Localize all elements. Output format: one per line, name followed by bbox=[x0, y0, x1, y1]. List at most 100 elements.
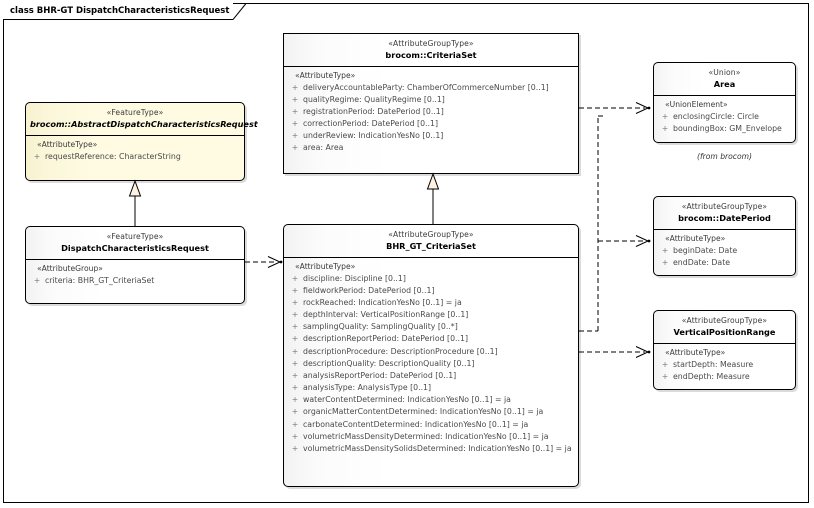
visibility-marker: + bbox=[291, 431, 299, 441]
class-stereotype: «AttributeGroupType» bbox=[388, 39, 474, 48]
attribute-row[interactable]: + waterContentDetermined: IndicationYesNo… bbox=[287, 394, 575, 406]
attribute-text: samplingQuality: SamplingQuality [0..*] bbox=[303, 322, 458, 332]
class-box-abstract-dispatch-characteristics-request[interactable]: «FeatureType» brocom::AbstractDispatchCh… bbox=[25, 102, 258, 181]
visibility-marker: + bbox=[291, 407, 299, 417]
visibility-marker: + bbox=[661, 371, 669, 381]
visibility-marker: + bbox=[291, 443, 299, 453]
attribute-row[interactable]: +startDepth: Measure bbox=[657, 358, 792, 370]
attribute-text: descriptionQuality: DescriptionQuality [… bbox=[303, 358, 475, 368]
diagram-title: class BHR-GT DispatchCharacteristicsRequ… bbox=[10, 6, 230, 16]
attribute-row[interactable]: +volumetricMassDensitySolidsDetermined: … bbox=[287, 443, 575, 455]
attribute-row[interactable]: + volumetricMassDensityDetermined: Indica… bbox=[287, 431, 575, 443]
attribute-text: deliveryAccountableParty: ChamberOfComme… bbox=[303, 82, 549, 92]
class-name: VerticalPositionRange bbox=[673, 327, 776, 338]
class-box-verticalpositionrange[interactable]: «AttributeGroupType» VerticalPositionRan… bbox=[653, 310, 796, 390]
visibility-marker: + bbox=[33, 151, 41, 161]
compartment-stereotype: «UnionElement» bbox=[665, 100, 728, 110]
attribute-row[interactable]: +descriptionQuality: DescriptionQuality … bbox=[287, 358, 575, 370]
attribute-text: fieldworkPeriod: DatePeriod [0..1] bbox=[303, 285, 435, 295]
attribute-row[interactable]: + organicMatterContentDetermined: Indicat… bbox=[287, 406, 575, 418]
visibility-marker: + bbox=[291, 322, 299, 332]
class-stereotype: «AttributeGroupType» bbox=[388, 230, 474, 239]
attribute-text: descriptionReportPeriod: DatePeriod [0..… bbox=[303, 334, 469, 344]
attribute-row[interactable]: +carbonateContentDetermined: IndicationY… bbox=[287, 418, 575, 430]
visibility-marker: + bbox=[291, 334, 299, 344]
class-box-brocom-dateperiod[interactable]: «AttributeGroupType» brocom::DatePeriod … bbox=[653, 196, 796, 276]
attribute-compartment: «AttributeType» + beginDate: Date +endDat… bbox=[654, 230, 795, 273]
compartment-stereotype: «AttributeType» bbox=[295, 262, 356, 272]
attribute-row[interactable]: + criteria: BHR_GT_CriteriaSet bbox=[29, 274, 241, 286]
attribute-row[interactable]: + requestReference: CharacterString bbox=[29, 150, 241, 162]
attribute-row[interactable]: + area: Area bbox=[287, 142, 575, 154]
visibility-marker: + bbox=[291, 310, 299, 320]
attribute-row[interactable]: +depthInterval: VerticalPositionRange [0… bbox=[287, 309, 575, 321]
attribute-row[interactable]: + underReview: IndicationYesNo [0..1] bbox=[287, 130, 575, 142]
class-box-bhr-gt-criteriaset[interactable]: «AttributeGroupType» BHR_GT_CriteriaSet … bbox=[283, 224, 579, 487]
class-name: DispatchCharacteristicsRequest bbox=[61, 243, 209, 254]
attribute-text: waterContentDetermined: IndicationYesNo … bbox=[303, 395, 511, 405]
attribute-text: area: Area bbox=[303, 143, 344, 153]
visibility-marker: + bbox=[291, 143, 299, 153]
attribute-row[interactable]: +endDate: Date bbox=[657, 256, 792, 268]
class-stereotype: «FeatureType» bbox=[106, 232, 164, 241]
attribute-row[interactable]: +endDepth: Measure bbox=[657, 370, 792, 382]
compartment-stereotype: «AttributeType» bbox=[665, 348, 726, 358]
attribute-text: beginDate: Date bbox=[673, 245, 738, 255]
class-name: brocom::DatePeriod bbox=[678, 213, 771, 224]
attribute-row[interactable]: + registrationPeriod: DatePeriod [0..1] bbox=[287, 106, 575, 118]
attribute-compartment: «AttributeType» +discipline: Discipline … bbox=[284, 258, 578, 460]
visibility-marker: + bbox=[291, 285, 299, 295]
attribute-text: boundingBox: GM_Envelope bbox=[673, 123, 782, 133]
visibility-marker: + bbox=[291, 119, 299, 129]
attribute-text: volumetricMassDensityDetermined: Indicat… bbox=[303, 431, 549, 441]
visibility-marker: + bbox=[291, 346, 299, 356]
attribute-row[interactable]: + qualityRegime: QualityRegime [0..1] bbox=[287, 93, 575, 105]
visibility-marker: + bbox=[291, 297, 299, 307]
title-tab-slant bbox=[233, 3, 247, 20]
visibility-marker: + bbox=[291, 383, 299, 393]
visibility-marker: + bbox=[291, 370, 299, 380]
compartment-stereotype: «AttributeType» bbox=[295, 71, 356, 81]
attribute-text: qualityRegime: QualityRegime [0..1] bbox=[303, 94, 445, 104]
attribute-row[interactable]: + boundingBox: GM_Envelope bbox=[657, 122, 792, 134]
class-box-dispatch-characteristics-request[interactable]: «FeatureType» DispatchCharacteristicsReq… bbox=[25, 226, 245, 304]
attribute-row[interactable]: + descriptionReportPeriod: DatePeriod [0.… bbox=[287, 333, 575, 345]
class-box-brocom-criteriaset[interactable]: «AttributeGroupType» brocom::CriteriaSet… bbox=[283, 33, 579, 174]
attribute-row[interactable]: + beginDate: Date bbox=[657, 244, 792, 256]
attribute-text: criteria: BHR_GT_CriteriaSet bbox=[45, 275, 155, 285]
visibility-marker: + bbox=[291, 94, 299, 104]
attribute-text: underReview: IndicationYesNo [0..1] bbox=[303, 131, 444, 141]
attribute-row[interactable]: +descriptionProcedure: DescriptionProced… bbox=[287, 345, 575, 357]
visibility-marker: + bbox=[661, 245, 669, 255]
visibility-marker: + bbox=[661, 123, 669, 133]
attribute-row[interactable]: +discipline: Discipline [0..1] bbox=[287, 272, 575, 284]
attribute-compartment: «UnionElement» +enclosingCircle: Circle … bbox=[654, 96, 795, 139]
attribute-row[interactable]: +rockReached: IndicationYesNo [0..1] = j… bbox=[287, 297, 575, 309]
visibility-marker: + bbox=[291, 395, 299, 405]
attribute-text: startDepth: Measure bbox=[673, 359, 754, 369]
compartment-stereotype: «AttributeType» bbox=[37, 140, 98, 150]
visibility-marker: + bbox=[291, 82, 299, 92]
compartment-stereotype: «AttributeType» bbox=[665, 234, 726, 244]
attribute-row[interactable]: + fieldworkPeriod: DatePeriod [0..1] bbox=[287, 284, 575, 296]
attribute-text: carbonateContentDetermined: IndicationYe… bbox=[303, 419, 529, 429]
attribute-text: requestReference: CharacterString bbox=[45, 151, 181, 161]
attribute-row[interactable]: +analysisReportPeriod: DatePeriod [0..1] bbox=[287, 370, 575, 382]
class-name: brocom::CriteriaSet bbox=[385, 50, 477, 61]
class-header: «FeatureType» brocom::AbstractDispatchCh… bbox=[26, 103, 258, 137]
attribute-row[interactable]: + deliveryAccountableParty: ChamberOfCom… bbox=[287, 81, 575, 93]
attribute-row[interactable]: +enclosingCircle: Circle bbox=[657, 110, 792, 122]
class-name: brocom::AbstractDispatchCharacteristicsR… bbox=[30, 119, 258, 130]
visibility-marker: + bbox=[33, 275, 41, 285]
attribute-compartment: «AttributeType» +startDepth: Measure +en… bbox=[654, 344, 795, 387]
class-header: «AttributeGroupType» BHR_GT_CriteriaSet bbox=[284, 225, 578, 259]
attribute-text: endDate: Date bbox=[673, 257, 731, 267]
class-header: «Union» Area bbox=[654, 63, 795, 97]
attribute-row[interactable]: + samplingQuality: SamplingQuality [0..*] bbox=[287, 321, 575, 333]
attribute-text: organicMatterContentDetermined: Indicati… bbox=[303, 407, 544, 417]
class-header: «AttributeGroupType» brocom::DatePeriod bbox=[654, 197, 795, 231]
attribute-row[interactable]: + correctionPeriod: DatePeriod [0..1] bbox=[287, 118, 575, 130]
visibility-marker: + bbox=[661, 111, 669, 121]
attribute-row[interactable]: +analysisType: AnalysisType [0..1] bbox=[287, 382, 575, 394]
class-box-area[interactable]: «Union» Area «UnionElement» +enclosingCi… bbox=[653, 62, 796, 143]
